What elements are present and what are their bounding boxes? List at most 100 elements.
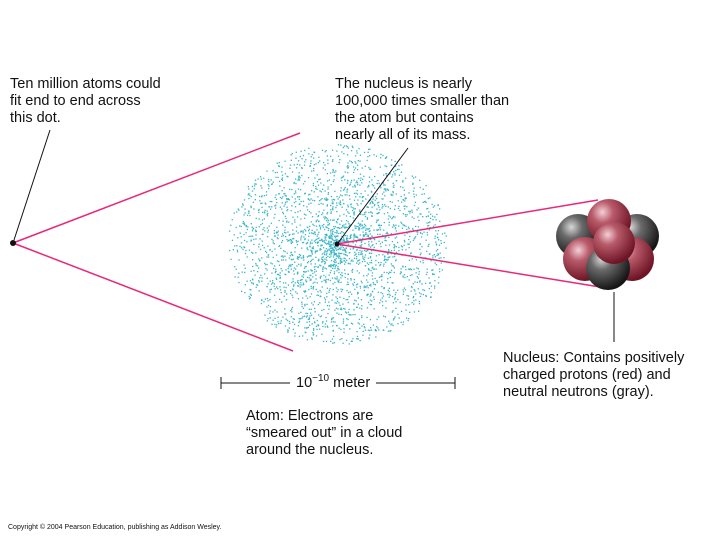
- electron-dot: [347, 237, 349, 240]
- electron-dot: [339, 296, 341, 298]
- electron-dot: [308, 153, 310, 155]
- electron-dot: [382, 198, 384, 200]
- electron-dot: [305, 265, 307, 268]
- electron-dot: [353, 179, 355, 181]
- electron-dot: [343, 249, 345, 251]
- electron-dot: [330, 211, 332, 213]
- electron-dot: [244, 224, 246, 226]
- electron-dot: [407, 268, 410, 270]
- electron-dot: [384, 184, 386, 186]
- electron-dot: [339, 261, 341, 263]
- electron-dot: [425, 185, 427, 187]
- electron-dot: [426, 250, 428, 252]
- electron-dot: [243, 239, 246, 242]
- electron-dot: [403, 244, 405, 246]
- electron-dot: [245, 225, 248, 227]
- electron-dot: [278, 165, 281, 168]
- electron-dot: [346, 146, 349, 148]
- electron-dot: [402, 275, 404, 277]
- electron-dot: [315, 163, 317, 165]
- electron-dot: [259, 248, 262, 251]
- electron-dot: [330, 241, 332, 243]
- electron-dot: [375, 242, 377, 245]
- electron-dot: [264, 298, 266, 300]
- electron-dot: [329, 253, 331, 255]
- electron-dot: [425, 239, 427, 241]
- electron-dot: [312, 223, 314, 225]
- electron-dot: [356, 286, 358, 288]
- electron-dot: [414, 236, 417, 238]
- copyright: Copyright © 2004 Pearson Education, publ…: [8, 524, 222, 531]
- electron-dot: [428, 225, 430, 227]
- electron-dot: [301, 279, 303, 281]
- electron-dot: [347, 211, 349, 213]
- electron-dot: [309, 245, 311, 247]
- electron-dot: [301, 303, 303, 305]
- electron-dot: [342, 320, 345, 322]
- electron-dot: [308, 235, 310, 237]
- electron-dot: [352, 217, 354, 219]
- electron-dot: [307, 198, 310, 201]
- electron-dot: [392, 319, 395, 321]
- electron-dot: [350, 340, 352, 342]
- electron-dot: [310, 279, 312, 281]
- electron-dot: [248, 211, 250, 213]
- electron-dot: [354, 313, 356, 316]
- electron-dot: [326, 292, 328, 295]
- electron-dot: [382, 295, 385, 297]
- electron-dot: [408, 238, 410, 241]
- electron-dot: [314, 321, 316, 323]
- electron-dot: [290, 316, 292, 318]
- electron-dot: [281, 197, 283, 200]
- electron-dot: [366, 206, 368, 208]
- electron-dot: [363, 289, 365, 292]
- electron-dot: [330, 235, 333, 237]
- electron-dot: [332, 180, 334, 183]
- electron-dot: [382, 205, 384, 208]
- electron-dot: [400, 268, 402, 270]
- electron-dot: [335, 253, 338, 255]
- electron-dot: [275, 278, 278, 281]
- electron-dot: [362, 178, 364, 181]
- electron-dot: [376, 193, 378, 195]
- electron-dot: [363, 234, 365, 236]
- electron-dot: [308, 147, 310, 150]
- electron-dot: [339, 241, 341, 244]
- electron-dot: [341, 239, 343, 241]
- electron-dot: [317, 266, 319, 268]
- electron-dot: [321, 188, 324, 190]
- electron-dot: [361, 325, 363, 327]
- electron-dot: [363, 249, 366, 252]
- electron-dot: [289, 164, 292, 166]
- electron-dot: [350, 181, 352, 183]
- electron-dot: [440, 242, 442, 244]
- electron-dot: [338, 281, 340, 284]
- electron-dot: [291, 188, 293, 191]
- electron-dot: [337, 218, 339, 220]
- electron-dot: [380, 157, 382, 159]
- electron-dot: [426, 271, 428, 273]
- electron-dot: [326, 325, 328, 327]
- electron-dot: [375, 196, 377, 198]
- electron-dot: [293, 237, 295, 240]
- electron-dot: [293, 267, 295, 269]
- electron-dot: [310, 270, 313, 272]
- electron-dot: [311, 232, 313, 234]
- electron-dot: [245, 232, 247, 234]
- electron-dot: [367, 206, 369, 208]
- electron-dot: [437, 204, 439, 207]
- electron-dot: [437, 254, 440, 256]
- electron-dot: [357, 322, 359, 324]
- electron-dot: [269, 299, 271, 301]
- electron-dot: [393, 244, 395, 246]
- electron-dot: [373, 296, 375, 298]
- electron-dot: [317, 184, 320, 186]
- electron-dot: [327, 180, 329, 182]
- electron-dot: [300, 265, 302, 267]
- electron-dot: [339, 215, 341, 217]
- electron-dot: [427, 245, 430, 247]
- electron-dot: [347, 298, 349, 301]
- electron-dot: [344, 272, 346, 275]
- electron-dot: [364, 265, 367, 267]
- electron-dot: [354, 167, 357, 169]
